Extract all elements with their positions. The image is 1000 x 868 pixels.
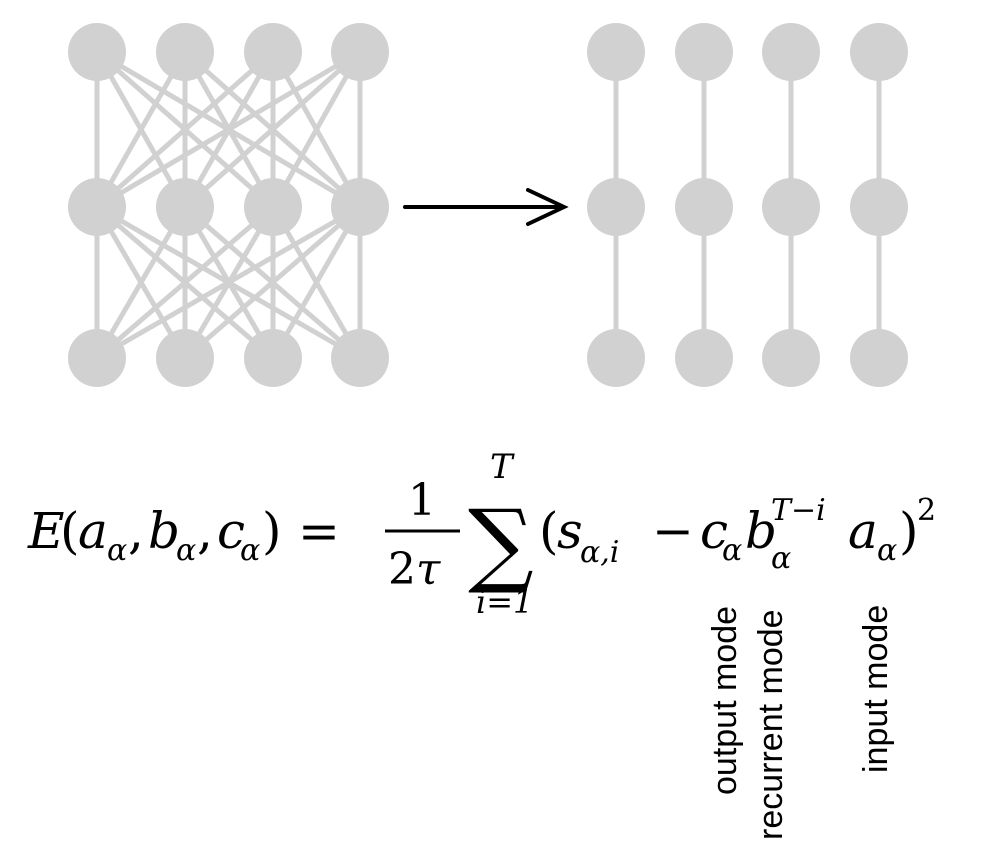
edge (95, 49, 362, 210)
eq-b-sub: α (771, 541, 791, 576)
neuron-node (68, 23, 126, 81)
eq-lhs-c: c (217, 502, 245, 560)
eq-paren-open: ( (539, 502, 559, 560)
eq-square: 2 (917, 493, 936, 528)
eq-equals: = (298, 502, 340, 560)
neuron-node (156, 23, 214, 81)
neuron-node (68, 329, 126, 387)
eq-frac-den-tau: τ (416, 544, 441, 595)
neuron-node (244, 178, 302, 236)
neuron-node (331, 178, 389, 236)
eq-lhs-close: ) (262, 502, 282, 560)
neuron-node (68, 178, 126, 236)
eq-sum-symbol: ∑ (468, 490, 534, 597)
eq-frac-numerator: 1 (408, 475, 436, 526)
eq-a-sub: α (877, 533, 897, 568)
right-network-nodes (587, 23, 908, 387)
eq-paren-close: ) (899, 502, 919, 560)
eq-lhs-a: a (78, 502, 108, 560)
eq-E: E (27, 502, 65, 560)
edge (95, 205, 275, 360)
eq-s: s (557, 502, 583, 560)
neuron-node (762, 23, 820, 81)
eq-a: a (848, 502, 878, 560)
eq-lhs-c-sub: α (240, 533, 260, 568)
eq-lhs-open: ( (60, 502, 80, 560)
left-network-nodes (68, 23, 389, 387)
eq-comma-1: , (128, 502, 144, 560)
neuron-node (587, 23, 645, 81)
eq-lhs-a-sub: α (107, 533, 127, 568)
eq-lhs-b: b (148, 502, 180, 560)
edge (94, 50, 188, 209)
neuron-node (587, 329, 645, 387)
eq-c: c (700, 502, 728, 560)
edge (270, 205, 363, 360)
output-mode-label: output mode (706, 606, 744, 795)
eq-lhs-b-sub: α (176, 533, 196, 568)
input-mode-label: input mode (857, 605, 895, 773)
neuron-node (587, 178, 645, 236)
neuron-node (331, 23, 389, 81)
neuron-node (675, 178, 733, 236)
recurrent-mode-label: recurrent mode (752, 609, 790, 840)
edge (95, 50, 275, 209)
neuron-node (675, 23, 733, 81)
eq-b: b (745, 502, 777, 560)
neuron-node (762, 329, 820, 387)
eq-b-sup: T−i (771, 493, 826, 528)
eq-frac-den-2: 2 (388, 544, 416, 595)
edge (183, 205, 362, 360)
neuron-node (331, 329, 389, 387)
energy-equation: E ( a α , b α , c α ) = 1 2 τ T ∑ i=1 ( … (27, 447, 936, 621)
edge (270, 50, 363, 209)
edge (94, 205, 188, 360)
eq-minus: − (652, 502, 694, 560)
neuron-node (244, 23, 302, 81)
neuron-node (156, 178, 214, 236)
transform-arrow (403, 188, 569, 226)
neuron-node (762, 178, 820, 236)
eq-c-sub: α (722, 533, 742, 568)
left-network-edges (94, 49, 363, 361)
neuron-node (156, 329, 214, 387)
svg-text:E ( a: E ( a (27, 502, 108, 560)
right-network-edges (613, 52, 882, 358)
eq-comma-2: , (197, 502, 213, 560)
eq-s-sub: α,i (580, 535, 619, 570)
eq-sum-lower: i=1 (476, 583, 533, 621)
eq-sum-upper: T (490, 447, 515, 487)
neuron-node (850, 178, 908, 236)
neuron-node (675, 329, 733, 387)
neuron-node (850, 23, 908, 81)
neuron-node (244, 329, 302, 387)
edge (95, 204, 362, 361)
neuron-node (850, 329, 908, 387)
edge (183, 50, 362, 209)
